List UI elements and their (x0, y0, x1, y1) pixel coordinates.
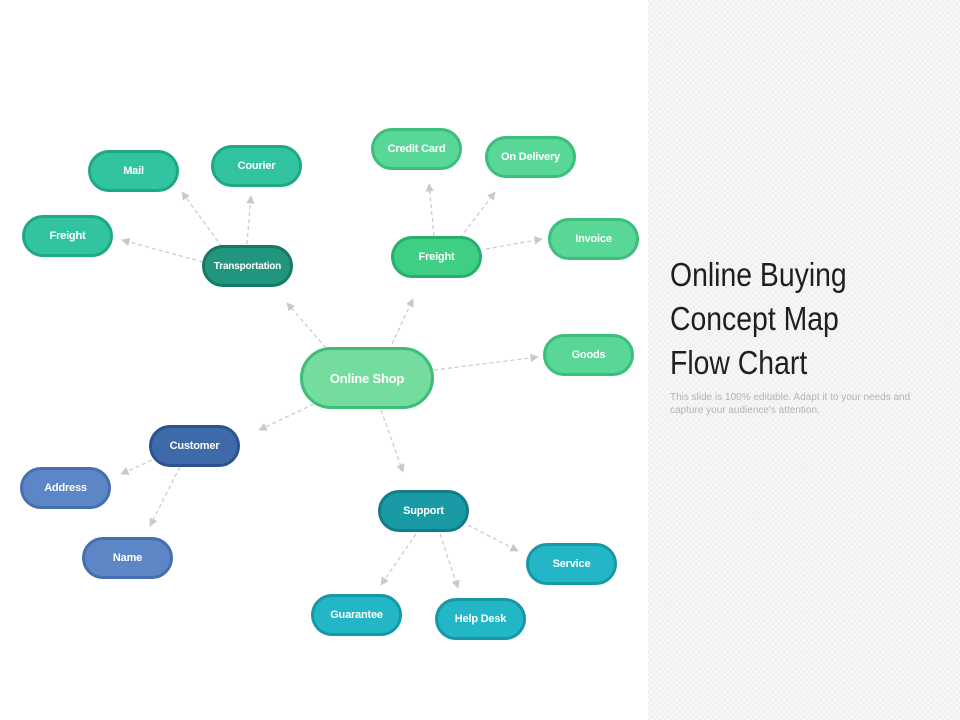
node-on-delivery[interactable]: On Delivery (485, 136, 576, 178)
node-transportation[interactable]: Transportation (202, 245, 293, 287)
node-on-delivery-label: On Delivery (501, 151, 560, 163)
node-name[interactable]: Name (82, 537, 173, 579)
connector-transportation-freight (121, 237, 204, 263)
node-courier-label: Courier (237, 160, 276, 172)
connector-support-guarantee (380, 533, 417, 586)
side-panel (648, 0, 960, 720)
center-node-online-shop[interactable]: Online Shop (300, 347, 434, 409)
node-name-label: Name (112, 552, 143, 564)
connector-center-payment (391, 298, 414, 345)
node-freight-payment-label: Freight (418, 251, 455, 263)
node-invoice-label: Invoice (575, 233, 612, 245)
node-mail-label: Mail (123, 165, 144, 177)
node-invoice[interactable]: Invoice (548, 218, 639, 260)
connector-transportation-courier (246, 195, 255, 245)
node-mail[interactable]: Mail (88, 150, 179, 192)
node-credit-card[interactable]: Credit Card (371, 128, 462, 170)
node-help-desk-label: Help Desk (454, 613, 507, 625)
node-support[interactable]: Support (378, 490, 469, 532)
node-guarantee[interactable]: Guarantee (311, 594, 402, 636)
connector-support-helpdesk (439, 533, 460, 589)
node-address[interactable]: Address (20, 467, 111, 509)
connector-customer-address (120, 459, 153, 475)
connector-transportation-mail (181, 191, 223, 248)
connector-support-service (467, 524, 519, 552)
node-courier[interactable]: Courier (211, 145, 302, 187)
node-service-label: Service (552, 558, 591, 570)
node-freight-transport-label: Freight (49, 230, 86, 242)
node-credit-card-label: Credit Card (387, 143, 446, 155)
connector-center-transportation (286, 302, 327, 349)
connector-payment-creditcard (425, 183, 435, 237)
node-service[interactable]: Service (526, 543, 617, 585)
node-customer-label: Customer (169, 440, 220, 452)
node-customer[interactable]: Customer (149, 425, 240, 467)
node-freight-transport[interactable]: Freight (22, 215, 113, 257)
connector-center-support (380, 409, 405, 473)
node-goods-label: Goods (571, 349, 606, 361)
slide-title: Online Buying Concept Map Flow Chart (670, 256, 847, 381)
node-freight-payment[interactable]: Freight (391, 236, 482, 278)
connector-center-goods (433, 353, 539, 371)
node-help-desk[interactable]: Help Desk (435, 598, 526, 640)
connector-payment-invoice (485, 236, 543, 250)
slide-subtitle: This slide is 100% editable. Adapt it to… (670, 392, 911, 416)
node-address-label: Address (44, 482, 87, 494)
node-guarantee-label: Guarantee (330, 609, 383, 621)
center-node-label: Online Shop (329, 370, 405, 386)
connector-customer-name (149, 466, 181, 527)
connector-payment-ondelivery (459, 191, 496, 239)
node-goods[interactable]: Goods (543, 334, 634, 376)
connector-center-customer (258, 403, 315, 431)
node-support-label: Support (403, 505, 444, 517)
node-transportation-label: Transportation (213, 260, 282, 272)
